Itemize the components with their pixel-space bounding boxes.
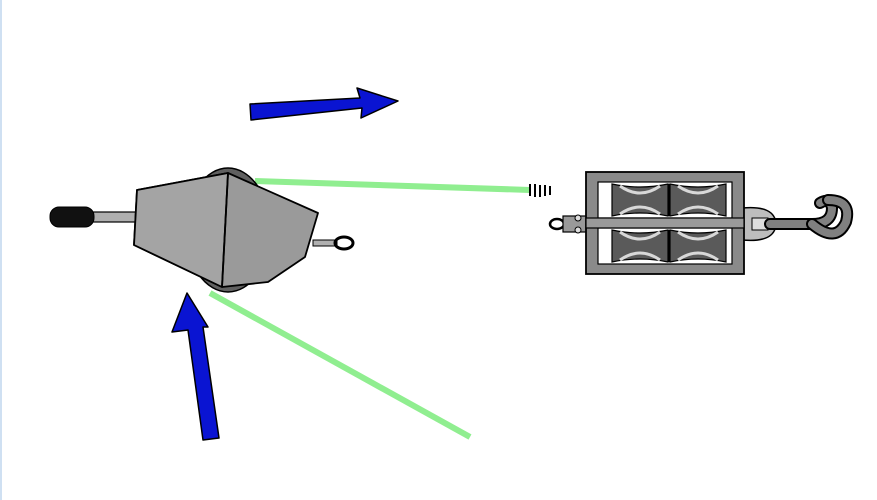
pulley-left-eye bbox=[548, 214, 588, 234]
hand-winch-icon bbox=[49, 167, 355, 293]
rope-frayed-end bbox=[529, 184, 551, 197]
lower-sheave-pair bbox=[611, 229, 727, 263]
top-force-arrow-icon bbox=[249, 87, 399, 121]
bottom-force-arrow-icon bbox=[171, 292, 220, 441]
ropes bbox=[208, 178, 551, 440]
winch-eye-bolt bbox=[312, 235, 355, 251]
upper-rope bbox=[254, 178, 531, 193]
double-pulley-block-icon bbox=[548, 171, 854, 275]
upper-sheave-pair bbox=[611, 183, 727, 217]
left-edge-line bbox=[0, 0, 2, 500]
winch-body-front-face bbox=[133, 172, 229, 288]
lower-rope bbox=[208, 290, 472, 440]
winch-handle bbox=[49, 206, 139, 228]
